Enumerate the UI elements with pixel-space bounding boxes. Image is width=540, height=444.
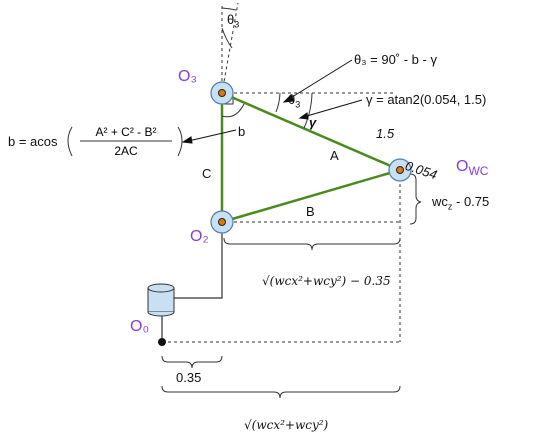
o2-label: O₂ <box>190 228 209 245</box>
wcz-main: wc <box>432 194 448 209</box>
b-formula-left-paren <box>67 126 73 157</box>
bottom-brace <box>161 385 401 399</box>
b-angle-arc <box>221 103 245 118</box>
owc-label-main: O <box>456 158 469 175</box>
owc-label-sub: WC <box>468 164 489 179</box>
joint-owc <box>388 158 412 182</box>
theta3-arrowhead <box>282 94 295 103</box>
theta3-top-symbol: θ <box>227 12 235 27</box>
base-origin-dot <box>158 338 166 346</box>
wcz-brace <box>409 173 422 225</box>
joint-o3 <box>210 81 234 105</box>
theta3-top-label: θ3 <box>227 12 239 30</box>
theta3-top-arc <box>221 7 237 11</box>
base-link <box>161 222 223 342</box>
sqrt-bottom-expression: √(wcx²+wcy²) <box>244 418 329 432</box>
mid-horizontal-brace <box>223 237 401 251</box>
dist-035-label: 0.35 <box>176 370 202 385</box>
side-a-label: A <box>330 148 339 163</box>
theta3-top-sub: 3 <box>234 19 240 30</box>
wcz-sub: z <box>447 201 453 212</box>
theta3-formula-arrow <box>283 59 353 103</box>
wcz-rest: - 0.75 <box>452 194 490 209</box>
theta3-mid-sub: 3 <box>295 99 301 110</box>
link-a <box>221 91 401 172</box>
b-angle-label: b <box>238 124 246 139</box>
gamma-symbol: γ <box>309 115 317 130</box>
wcz-label: wcz - 0.75 <box>432 194 489 212</box>
gamma-arrowhead <box>298 112 309 120</box>
link-b <box>221 168 401 224</box>
side-c-label: C <box>202 166 212 181</box>
b-formula-right-paren <box>177 126 183 157</box>
joint-o2 <box>210 210 234 234</box>
theta3-formula: θ₃ = 90˚ - b - γ <box>354 52 437 67</box>
o3-label: O₃ <box>178 68 197 85</box>
theta3-top-arc-inner <box>221 27 233 49</box>
owc-label: OWC <box>456 158 488 178</box>
b-formula-prefix: b = acos <box>8 134 58 149</box>
b-formula-numerator: A² + C² - B² <box>95 125 157 139</box>
b-arrowhead <box>181 136 193 144</box>
o0-label: O₀ <box>130 318 150 335</box>
sqrt-mid-expression: √(wcx²+wcy²) − 0.35 <box>262 274 391 288</box>
dist-035-brace <box>161 355 223 369</box>
side-b-label: B <box>306 204 315 219</box>
length-15-label: 1.5 <box>376 126 395 141</box>
gamma-arc <box>303 92 313 129</box>
b-formula-denominator: 2AC <box>114 144 138 158</box>
gamma-formula-arrow <box>299 99 363 119</box>
gamma-formula: γ = atan2(0.054, 1.5) <box>366 92 487 107</box>
b-formula-arrow <box>183 129 237 143</box>
base-motor-icon <box>147 283 175 317</box>
theta3-mid-symbol: θ <box>288 92 296 107</box>
theta3-mid-arc <box>275 92 281 113</box>
theta3-mid-label: θ3 <box>288 92 300 110</box>
